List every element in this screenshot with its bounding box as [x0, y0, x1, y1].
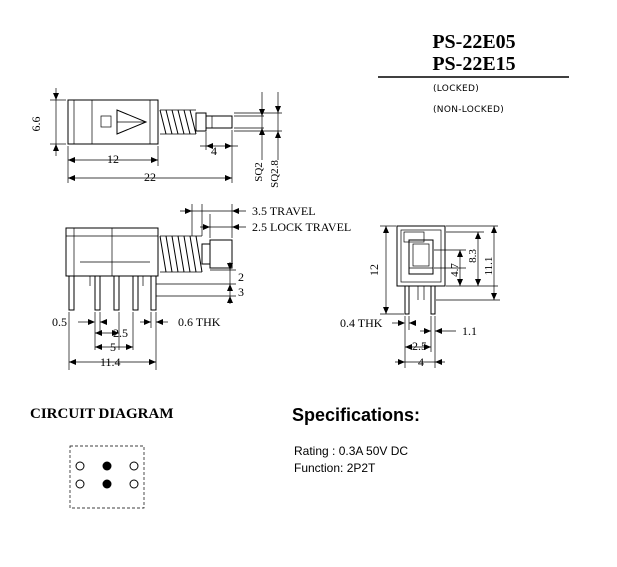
dim-1-1: 1.1 [462, 324, 477, 338]
specifications: Specifications: Rating : 0.3A 50V DC Fun… [292, 405, 420, 475]
dim-8-3: 8.3 [467, 249, 479, 263]
top-spring [159, 109, 197, 135]
terminal-open [75, 461, 85, 471]
dim-end-width: 4 [418, 355, 424, 369]
top-stem [205, 115, 233, 129]
model-locked: PS-22E05 [432, 31, 515, 53]
side-view: 3.5 TRAVEL 2.5 LOCK TRAVEL 2 3 0.5 2.5 [52, 204, 351, 370]
dim-overall-length: 22 [144, 170, 156, 184]
locked-note: (LOCKED) [433, 84, 479, 94]
spec-rating: Rating : 0.3A 50V DC [294, 444, 408, 458]
circuit-title: CIRCUIT DIAGRAM [30, 406, 173, 422]
dim-sq-small: SQ2 [253, 162, 265, 182]
dim-body-width: 11.4 [100, 355, 121, 369]
dim-pitch: 2.5 [113, 326, 128, 340]
end-pins [404, 285, 436, 315]
dim-sq-large: SQ2.8 [269, 160, 281, 188]
dim-pin-width: 0.5 [52, 315, 67, 329]
dim-11-1: 11.1 [483, 257, 495, 276]
end-body [396, 225, 446, 287]
dim-end-height: 12 [367, 264, 381, 276]
dim-4-7: 4.7 [449, 263, 461, 277]
terminal-open [129, 461, 139, 471]
top-view: 6.6 12 22 4 SQ2 SQ2.8 [29, 88, 282, 188]
spec-title: Specifications: [292, 405, 420, 425]
dim-span: 5 [110, 340, 116, 354]
dim-2: 2 [238, 270, 244, 284]
dim-stem-length: 4 [211, 144, 217, 158]
dim-lock-travel: 2.5 LOCK TRAVEL [252, 220, 351, 234]
end-view: 12 4.7 8.3 11.1 0.4 THK 1.1 [340, 225, 500, 369]
side-stem [209, 239, 233, 269]
dim-end-thickness: 0.4 THK [340, 316, 383, 330]
top-body [67, 99, 159, 145]
dim-end-pitch: 2.5 [412, 339, 427, 353]
circuit-outline [69, 445, 145, 509]
circuit-diagram: CIRCUIT DIAGRAM [30, 406, 173, 509]
terminal-common [102, 479, 112, 489]
side-spring [159, 235, 203, 273]
model-non-locked: PS-22E15 [432, 53, 515, 75]
side-pins [68, 275, 157, 311]
terminal-open [129, 479, 139, 489]
terminal-common [102, 461, 112, 471]
title-block: PS-22E05 PS-22E15 (LOCKED) (NON-LOCKED) [378, 31, 569, 115]
dim-travel: 3.5 TRAVEL [252, 204, 316, 218]
dim-3: 3 [238, 285, 244, 299]
dim-body-length: 12 [107, 152, 119, 166]
non-locked-note: (NON-LOCKED) [433, 105, 504, 115]
top-window [100, 115, 112, 128]
spec-function: Function: 2P2T [294, 461, 376, 475]
end-stem [408, 239, 434, 275]
dim-height: 6.6 [29, 117, 43, 132]
terminal-open [75, 479, 85, 489]
dim-thickness: 0.6 THK [178, 315, 221, 329]
